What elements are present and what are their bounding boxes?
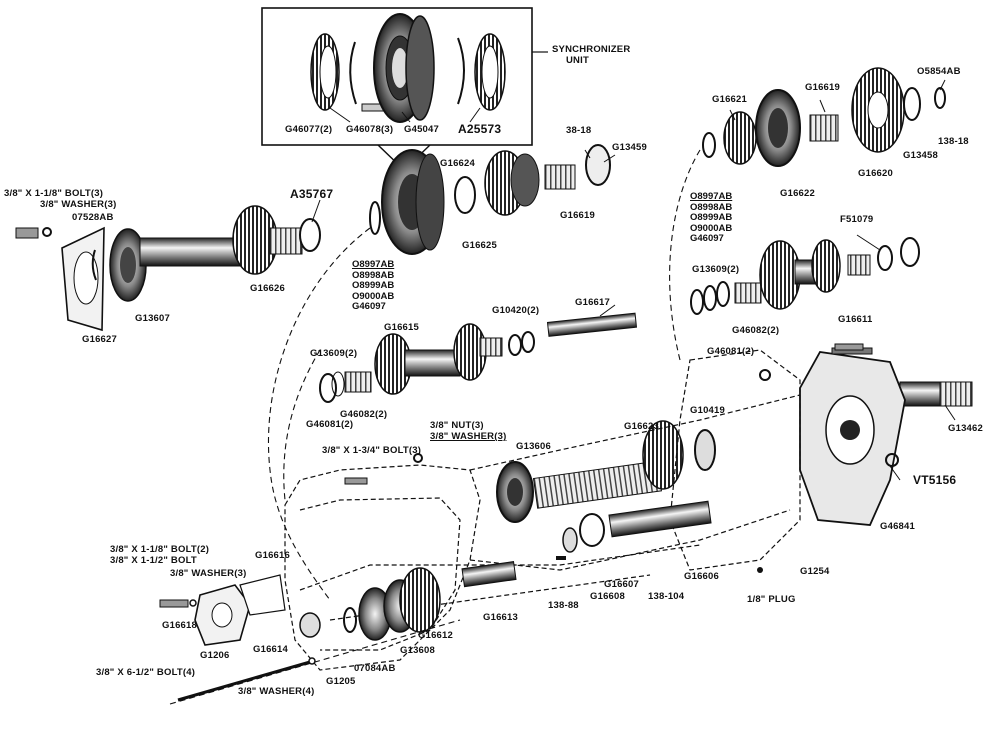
- label-g16626: G16626: [250, 283, 286, 294]
- label-g1206: G1206: [200, 650, 230, 661]
- label-g16623: G16623: [624, 421, 660, 432]
- label-g16627: G16627: [82, 334, 118, 345]
- label-g16622: G16622: [780, 188, 816, 199]
- label-vt5156: VT5156: [913, 473, 957, 487]
- label-g16620: G16620: [858, 168, 894, 179]
- snap-ring-left-2: O8999AB: [352, 280, 395, 291]
- label-g1205: G1205: [326, 676, 356, 687]
- label-a25573: A25573: [458, 122, 502, 136]
- label-g16619-top: G16619: [805, 82, 841, 93]
- label-g16608: G16608: [590, 591, 626, 602]
- label-g46841: G46841: [880, 521, 916, 532]
- label-g45047: G45047: [404, 124, 440, 135]
- label-g16617: G16617: [575, 297, 611, 308]
- label-washer-mid: 3/8" WASHER(3): [430, 431, 507, 442]
- label-synchronizer-title: SYNCHRONIZER: [552, 44, 631, 55]
- label-washer-low: 3/8" WASHER(3): [170, 568, 247, 579]
- countershaft-cluster: [319, 312, 638, 403]
- label-g46081-left: G46081(2): [306, 419, 354, 430]
- label-bolt-3-8x1-1-8-2: 3/8" X 1-1/8" BOLT(2): [110, 544, 210, 555]
- label-38-18: 38-18: [566, 125, 592, 136]
- label-g13462: G13462: [948, 423, 984, 434]
- label-washer-top: 3/8" WASHER(3): [40, 199, 117, 210]
- label-bolt-3-8x1-1-8-3: 3/8" X 1-1/8" BOLT(3): [4, 188, 104, 199]
- label-g13606: G13606: [516, 441, 552, 452]
- label-g16611: G16611: [838, 314, 873, 325]
- snap-ring-left-1: O8998AB: [352, 269, 395, 281]
- label-o5854ab: O5854AB: [917, 66, 961, 77]
- label-plug-1-8: 1/8" PLUG: [747, 594, 796, 605]
- snap-ring-right-2: O8999AB: [690, 212, 733, 223]
- mainshaft: [496, 381, 973, 523]
- label-138-104: 138-104: [648, 591, 685, 602]
- callout-leaders: [311, 79, 956, 481]
- label-07528ab: 07528AB: [72, 212, 114, 223]
- label-g16606: G16606: [684, 571, 720, 582]
- label-g16625: G16625: [462, 240, 498, 251]
- snap-ring-left-3: O9000AB: [352, 290, 395, 302]
- label-nut-3-8: 3/8" NUT(3): [430, 420, 484, 431]
- label-g13458: G13458: [903, 150, 939, 161]
- label-a35767: A35767: [290, 187, 334, 201]
- snap-ring-right-3: O9000AB: [690, 222, 733, 234]
- rear-gear-stack: [702, 67, 946, 167]
- snap-ring-right-0: O8997AB: [690, 191, 733, 202]
- label-bolt-3-8x1-1-2: 3/8" X 1-1/2" BOLT: [110, 555, 197, 566]
- main-drive-gear-assembly: [15, 205, 321, 332]
- label-g46082-left: G46082(2): [340, 409, 388, 420]
- counter-gear-right: [690, 237, 920, 315]
- label-138-88: 138-88: [548, 600, 579, 611]
- label-g13609-left: G13609(2): [310, 348, 358, 359]
- label-g46082-right: G46082(2): [732, 325, 780, 336]
- transmission-case: [284, 349, 801, 671]
- rear-bearing-retainer: [799, 347, 906, 526]
- label-synchronizer-unit: UNIT: [566, 55, 589, 66]
- label-f51079: F51079: [840, 214, 874, 225]
- label-g1254: G1254: [800, 566, 830, 577]
- label-g10420: G10420(2): [492, 305, 540, 316]
- snap-ring-left-0: O8997AB: [352, 259, 395, 270]
- label-g16624: G16624: [440, 158, 476, 169]
- label-07084ab: 07084AB: [354, 663, 396, 674]
- label-g16615: G16615: [384, 322, 420, 333]
- label-g16619-mid: G16619: [560, 210, 596, 221]
- label-g46077: G46077(2): [285, 124, 333, 135]
- assembly-leader-lines: [169, 149, 701, 705]
- center-gear-row: [369, 144, 611, 255]
- label-g13609-right: G13609(2): [692, 264, 740, 275]
- label-g16621: G16621: [712, 94, 748, 105]
- label-138-18: 138-18: [938, 136, 969, 147]
- label-bolt-3-8x1-3-4: 3/8" X 1-3/4" BOLT(3): [322, 445, 422, 456]
- label-g13459: G13459: [612, 142, 648, 153]
- countershaft-lower: [556, 500, 712, 560]
- label-g16612: G16612: [418, 630, 454, 641]
- label-g13607: G13607: [135, 313, 171, 324]
- misc-fasteners: [344, 343, 864, 573]
- snap-ring-left-4: G46097: [352, 301, 386, 312]
- snap-ring-list-right: O8997AB O8998AB O8999AB O9000AB G46097: [690, 191, 733, 245]
- snap-ring-right-4: G46097: [690, 233, 724, 244]
- label-g16616: G16616: [255, 550, 291, 561]
- reverse-idler-lower: [343, 561, 517, 641]
- front-cover-assembly: [159, 574, 321, 702]
- label-g13608: G13608: [400, 645, 436, 656]
- label-g16613: G16613: [483, 612, 519, 623]
- label-bolt-3-8x6-1-2: 3/8" X 6-1/2" BOLT(4): [96, 667, 196, 678]
- label-g46078: G46078(3): [346, 124, 394, 135]
- snap-ring-right-1: O8998AB: [690, 201, 733, 213]
- snap-ring-list-left: O8997AB O8998AB O8999AB O9000AB G46097: [352, 259, 395, 313]
- label-g16618: G16618: [162, 620, 198, 631]
- label-washer-4: 3/8" WASHER(4): [238, 686, 315, 697]
- label-g16607: G16607: [604, 579, 640, 590]
- label-g16614: G16614: [253, 644, 289, 655]
- label-g10419: G10419: [690, 405, 726, 416]
- synchronizer-inset: [261, 7, 548, 171]
- label-g46081-right: G46081(2): [707, 346, 755, 357]
